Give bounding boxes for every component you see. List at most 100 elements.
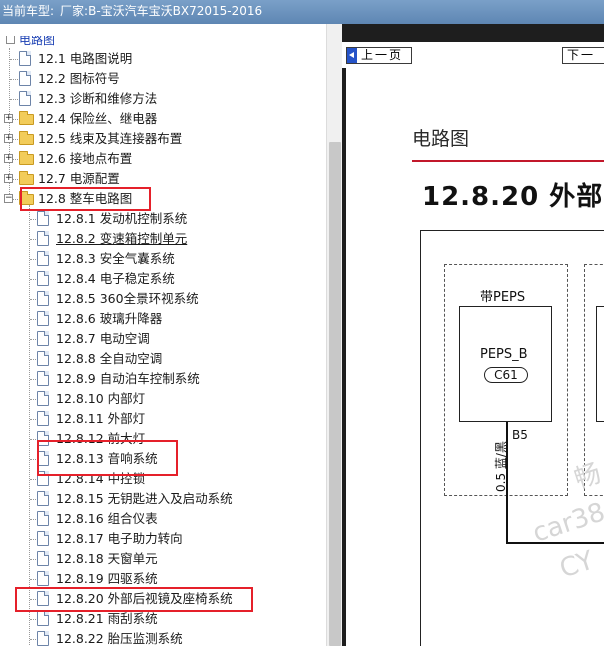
tree-connector	[30, 559, 38, 560]
tree-child-item[interactable]: 12.8.19 四驱系统	[0, 569, 326, 589]
document-icon	[37, 571, 49, 586]
tree-connector	[30, 419, 38, 420]
tree-item-label: 12.3 诊断和维修方法	[38, 91, 158, 106]
tree-item[interactable]: +12.5 线束及其连接器布置	[0, 129, 326, 149]
collapse-icon[interactable]	[6, 36, 15, 44]
tree-child-item[interactable]: 12.8.22 胎压监测系统	[0, 629, 326, 646]
tree-item[interactable]: +12.4 保险丝、继电器	[0, 109, 326, 129]
document-icon	[37, 271, 49, 286]
tree-item-label: 12.6 接地点布置	[38, 151, 133, 166]
tree-item-label: 12.5 线束及其连接器布置	[38, 131, 183, 146]
vertical-scrollbar[interactable]	[326, 24, 342, 646]
tree-connector	[30, 279, 38, 280]
tree-child-item[interactable]: 12.8.4 电子稳定系统	[0, 269, 326, 289]
tree-item[interactable]: 12.3 诊断和维修方法	[0, 89, 326, 109]
document-icon	[37, 331, 49, 346]
tree-child-item[interactable]: 12.8.14 中控锁	[0, 469, 326, 489]
tree-child-item[interactable]: 12.8.9 自动泊车控制系统	[0, 369, 326, 389]
tree-item-label: 12.1 电路图说明	[38, 51, 133, 66]
tree-connector	[30, 499, 38, 500]
expand-icon[interactable]: +	[4, 113, 13, 123]
wire-vertical	[506, 422, 508, 544]
document-icon	[37, 551, 49, 566]
tree-child-item[interactable]: 12.8.17 电子助力转向	[0, 529, 326, 549]
adjacent-group-box	[584, 264, 604, 496]
tree-line-level2	[29, 205, 30, 645]
document-icon	[37, 351, 49, 366]
tree-child-item[interactable]: 12.8.1 发动机控制系统	[0, 209, 326, 229]
document-icon	[37, 511, 49, 526]
expand-icon[interactable]: +	[4, 133, 13, 143]
tree-child-label: 12.8.15 无钥匙进入及启动系统	[56, 491, 233, 506]
document-icon	[19, 91, 31, 106]
expand-icon[interactable]: +	[4, 173, 13, 183]
tree-child-item[interactable]: 12.8.12 前大灯	[0, 429, 326, 449]
tree-child-item[interactable]: 12.8.8 全自动空调	[0, 349, 326, 369]
tree-item[interactable]: +12.6 接地点布置	[0, 149, 326, 169]
tree-connector	[10, 79, 20, 80]
tree-item[interactable]: 12.2 图标符号	[0, 69, 326, 89]
scrollbar-thumb[interactable]	[329, 142, 341, 646]
document-title: 12.8.20 外部	[422, 182, 604, 212]
tree-connector	[30, 579, 38, 580]
tree-child-item[interactable]: 12.8.15 无钥匙进入及启动系统	[0, 489, 326, 509]
next-page-label: 下一	[567, 48, 596, 62]
tree-child-item[interactable]: 12.8.16 组合仪表	[0, 509, 326, 529]
tree-child-item[interactable]: 12.8.10 内部灯	[0, 389, 326, 409]
tree-connector	[10, 159, 20, 160]
tree-child-label: 12.8.3 安全气囊系统	[56, 251, 175, 266]
tree-root-item[interactable]: 电路图	[6, 36, 55, 48]
tree-child-label: 12.8.14 中控锁	[56, 471, 146, 486]
document-icon	[19, 51, 31, 66]
tree-child-label: 12.8.16 组合仪表	[56, 511, 158, 526]
expand-icon[interactable]: +	[4, 153, 13, 163]
tree-child-label: 12.8.22 胎压监测系统	[56, 631, 183, 646]
tree-child-item[interactable]: 12.8.3 安全气囊系统	[0, 249, 326, 269]
tree-child-label: 12.8.17 电子助力转向	[56, 531, 183, 546]
tree-connector	[30, 639, 38, 640]
tree-connector	[10, 99, 20, 100]
folder-icon	[19, 151, 34, 165]
tree-child-item[interactable]: 12.8.2 变速箱控制单元	[0, 229, 326, 249]
tree-item[interactable]: +12.7 电源配置	[0, 169, 326, 189]
peps-group-label: 带PEPS	[480, 290, 526, 305]
tree-connector	[10, 179, 20, 180]
folder-icon	[19, 131, 34, 145]
tree-child-item[interactable]: 12.8.20 外部后视镜及座椅系统	[0, 589, 326, 609]
tree-item[interactable]: 12.1 电路图说明	[0, 49, 326, 69]
tree-connector	[30, 219, 38, 220]
tree-child-item[interactable]: 12.8.7 电动空调	[0, 329, 326, 349]
current-model-value: 厂家:B-宝沃汽车宝沃BX72015-2016	[60, 4, 263, 18]
tree-child-item[interactable]: 12.8.21 雨刮系统	[0, 609, 326, 629]
tree-child-item[interactable]: 12.8.5 360全景环视系统	[0, 289, 326, 309]
tree-child-item[interactable]: 12.8.11 外部灯	[0, 409, 326, 429]
folder-icon	[19, 171, 34, 185]
tree-child-item[interactable]: 12.8.18 天窗单元	[0, 549, 326, 569]
tree-child-label: 12.8.10 内部灯	[56, 391, 146, 406]
next-page-button[interactable]: 下一	[562, 47, 604, 64]
tree-child-label: 12.8.9 自动泊车控制系统	[56, 371, 200, 386]
tree-child-label: 12.8.19 四驱系统	[56, 571, 158, 586]
tree-child-label: 12.8.1 发动机控制系统	[56, 211, 188, 226]
prev-page-button[interactable]: 上一页	[346, 47, 412, 64]
tree-line-level1	[9, 48, 10, 200]
document-icon	[37, 531, 49, 546]
document-icon	[37, 471, 49, 486]
document-icon	[37, 311, 49, 326]
section-header: 电路图	[412, 128, 470, 150]
title-bar: 当前车型:厂家:B-宝沃汽车宝沃BX72015-2016	[0, 0, 604, 24]
tree-child-label: 12.8.2 变速箱控制单元	[56, 231, 188, 246]
tree-connector	[30, 479, 38, 480]
tree-child-item[interactable]: 12.8.6 玻璃升降器	[0, 309, 326, 329]
collapse-icon[interactable]: −	[4, 193, 13, 203]
document-icon	[37, 211, 49, 226]
tree-child-label: 12.8.11 外部灯	[56, 411, 146, 426]
tree-child-label: 12.8.8 全自动空调	[56, 351, 163, 366]
tree-child-label: 12.8.13 音响系统	[56, 451, 158, 466]
tree-item-label: 12.7 电源配置	[38, 171, 120, 186]
tree-child-label: 12.8.18 天窗单元	[56, 551, 158, 566]
tree-child-item[interactable]: 12.8.13 音响系统	[0, 449, 326, 469]
peps-module-label: PEPS_B	[480, 347, 528, 362]
document-icon	[37, 491, 49, 506]
tree-item[interactable]: −12.8 整车电路图	[0, 189, 326, 209]
